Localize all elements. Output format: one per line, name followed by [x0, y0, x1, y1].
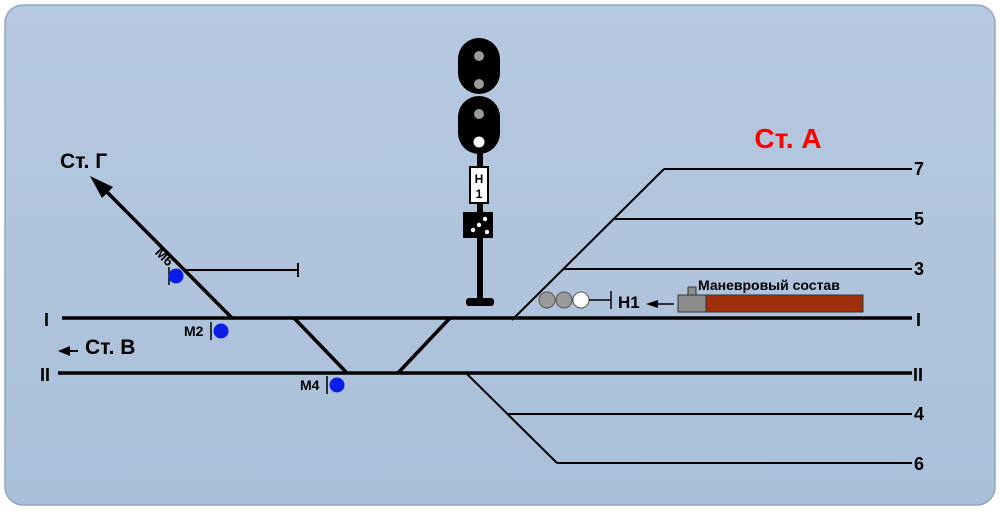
signal-plate-line1: Н — [475, 172, 484, 186]
movement-arrow — [646, 300, 674, 308]
ladder-lower-diagonal — [465, 372, 558, 464]
crossover-right — [396, 316, 452, 375]
direction-st-v: Ст. В — [85, 336, 135, 359]
label-track-6: 6 — [914, 454, 924, 474]
lamp-off-icon — [538, 291, 556, 309]
signal-plate — [469, 166, 489, 204]
branch-line — [101, 186, 234, 320]
indicator-dot-icon — [470, 227, 476, 233]
direction-st-g: Ст. Г — [60, 150, 107, 173]
arrow-left-icon — [646, 300, 658, 308]
track-number-labels: I I II II 7 5 3 4 6 — [40, 159, 924, 474]
indicator-dot-icon — [482, 216, 488, 222]
label-track-ii-left: II — [40, 365, 50, 385]
loco-cab — [687, 286, 697, 296]
dwarf-signal-h1: Н1 — [538, 291, 640, 312]
diagram-panel — [4, 4, 996, 506]
shunt-lamp-icon — [329, 377, 345, 393]
direction-st-v-group: Ст. В — [58, 336, 135, 359]
lamp-off-icon — [555, 291, 573, 309]
crossover-left — [292, 316, 349, 375]
signal-m2-label: М2 — [184, 323, 204, 339]
lamp-off-icon — [474, 79, 484, 89]
ladder-upper-diagonal — [511, 168, 665, 321]
signal-head-lower — [458, 96, 500, 154]
indicator-dot-icon — [476, 222, 482, 228]
signal-base — [466, 298, 494, 306]
shunt-lamp-icon — [168, 268, 184, 284]
label-track-i-right: I — [916, 310, 921, 330]
shunting-signal-m4: М4 — [300, 376, 345, 394]
signal-m4-label: М4 — [300, 377, 320, 393]
lamp-on-icon — [473, 136, 485, 148]
label-track-5: 5 — [914, 209, 924, 229]
label-track-7: 7 — [914, 159, 924, 179]
train-label: Маневровый состав — [698, 277, 840, 293]
signal-head-upper — [458, 38, 500, 94]
shunt-lamp-icon — [213, 323, 229, 339]
arrow-up-left-icon — [90, 176, 113, 198]
shunting-train: Маневровый состав — [677, 277, 864, 313]
upper-ladder — [511, 168, 912, 321]
label-track-4: 4 — [914, 404, 924, 424]
signal-plate-line2: 1 — [476, 187, 483, 201]
indicator-dot-icon — [484, 229, 490, 235]
lamp-off-icon — [474, 51, 484, 61]
signal-h1-label: Н1 — [618, 293, 640, 312]
main-signal-mast: Н 1 — [458, 38, 500, 306]
shunting-signal-m2: М2 — [184, 322, 229, 340]
label-track-i-left: I — [44, 310, 49, 330]
label-track-3: 3 — [914, 259, 924, 279]
dead-end-siding — [186, 263, 299, 277]
locomotive — [677, 294, 707, 313]
lamp-off-icon — [474, 109, 484, 119]
label-track-ii-right: II — [913, 365, 923, 385]
branch-to-st-g — [90, 176, 234, 320]
arrow-left-icon — [58, 346, 70, 356]
lamp-on-icon — [572, 291, 590, 309]
train-cars — [705, 294, 864, 313]
lower-ladder — [465, 372, 912, 464]
track-lines — [58, 316, 912, 375]
station-title: Ст. А — [754, 123, 821, 154]
